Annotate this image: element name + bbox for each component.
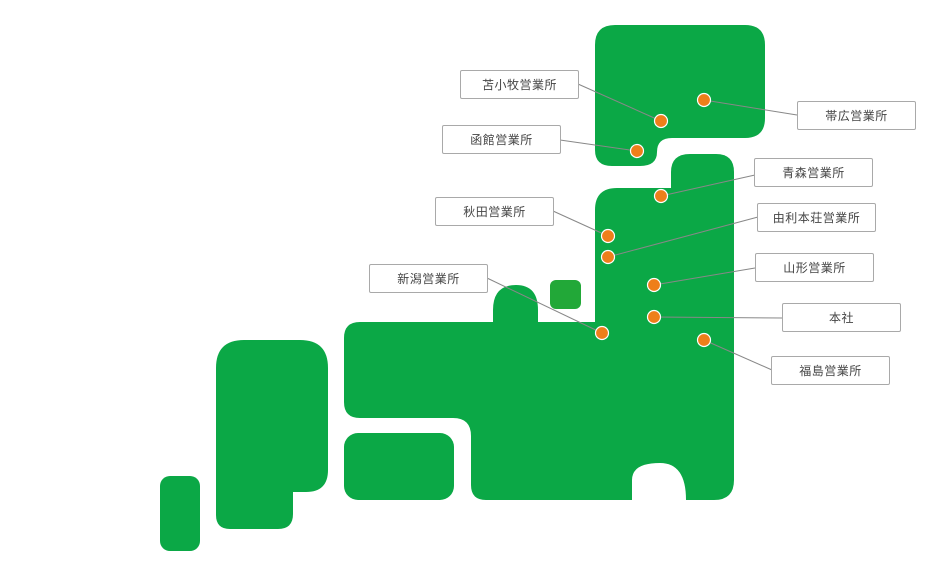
marker-hakodate[interactable] bbox=[629, 143, 645, 159]
marker-fukushima[interactable] bbox=[696, 332, 712, 348]
marker-honsha[interactable] bbox=[646, 309, 662, 325]
leader-akita bbox=[552, 210, 609, 237]
leader-fukushima bbox=[703, 339, 773, 371]
leader-niigata bbox=[486, 277, 603, 334]
region-honshu bbox=[344, 188, 734, 500]
leader-honsha bbox=[653, 316, 784, 319]
marker-aomori[interactable] bbox=[653, 188, 669, 204]
office-label-honsha[interactable]: 本社 bbox=[782, 303, 901, 332]
office-label-hakodate[interactable]: 函館営業所 bbox=[442, 125, 561, 154]
marker-akita[interactable] bbox=[600, 228, 616, 244]
office-label-obihiro[interactable]: 帯広営業所 bbox=[797, 101, 916, 130]
office-label-niigata[interactable]: 新潟営業所 bbox=[369, 264, 488, 293]
office-label-yurihonjo[interactable]: 由利本荘営業所 bbox=[757, 203, 876, 232]
region-kyushu bbox=[216, 340, 328, 529]
marker-niigata[interactable] bbox=[594, 325, 610, 341]
office-label-akita[interactable]: 秋田営業所 bbox=[435, 197, 554, 226]
office-label-aomori[interactable]: 青森営業所 bbox=[754, 158, 873, 187]
marker-yamagata[interactable] bbox=[646, 277, 662, 293]
leader-yamagata bbox=[653, 267, 756, 286]
marker-obihiro[interactable] bbox=[696, 92, 712, 108]
office-label-fukushima[interactable]: 福島営業所 bbox=[771, 356, 890, 385]
region-hokkaido bbox=[595, 25, 765, 166]
marker-yurihonjo[interactable] bbox=[600, 249, 616, 265]
region-sado bbox=[550, 280, 581, 309]
region-okinawa bbox=[160, 476, 200, 551]
leader-aomori bbox=[660, 174, 756, 197]
marker-tomakomai[interactable] bbox=[653, 113, 669, 129]
leader-obihiro bbox=[703, 99, 798, 116]
office-label-yamagata[interactable]: 山形営業所 bbox=[755, 253, 874, 282]
leader-hakodate bbox=[559, 139, 638, 152]
leader-tomakomai bbox=[577, 83, 662, 122]
region-shikoku bbox=[344, 433, 454, 500]
office-label-tomakomai[interactable]: 苫小牧営業所 bbox=[460, 70, 579, 99]
leader-yurihonjo bbox=[607, 216, 759, 258]
